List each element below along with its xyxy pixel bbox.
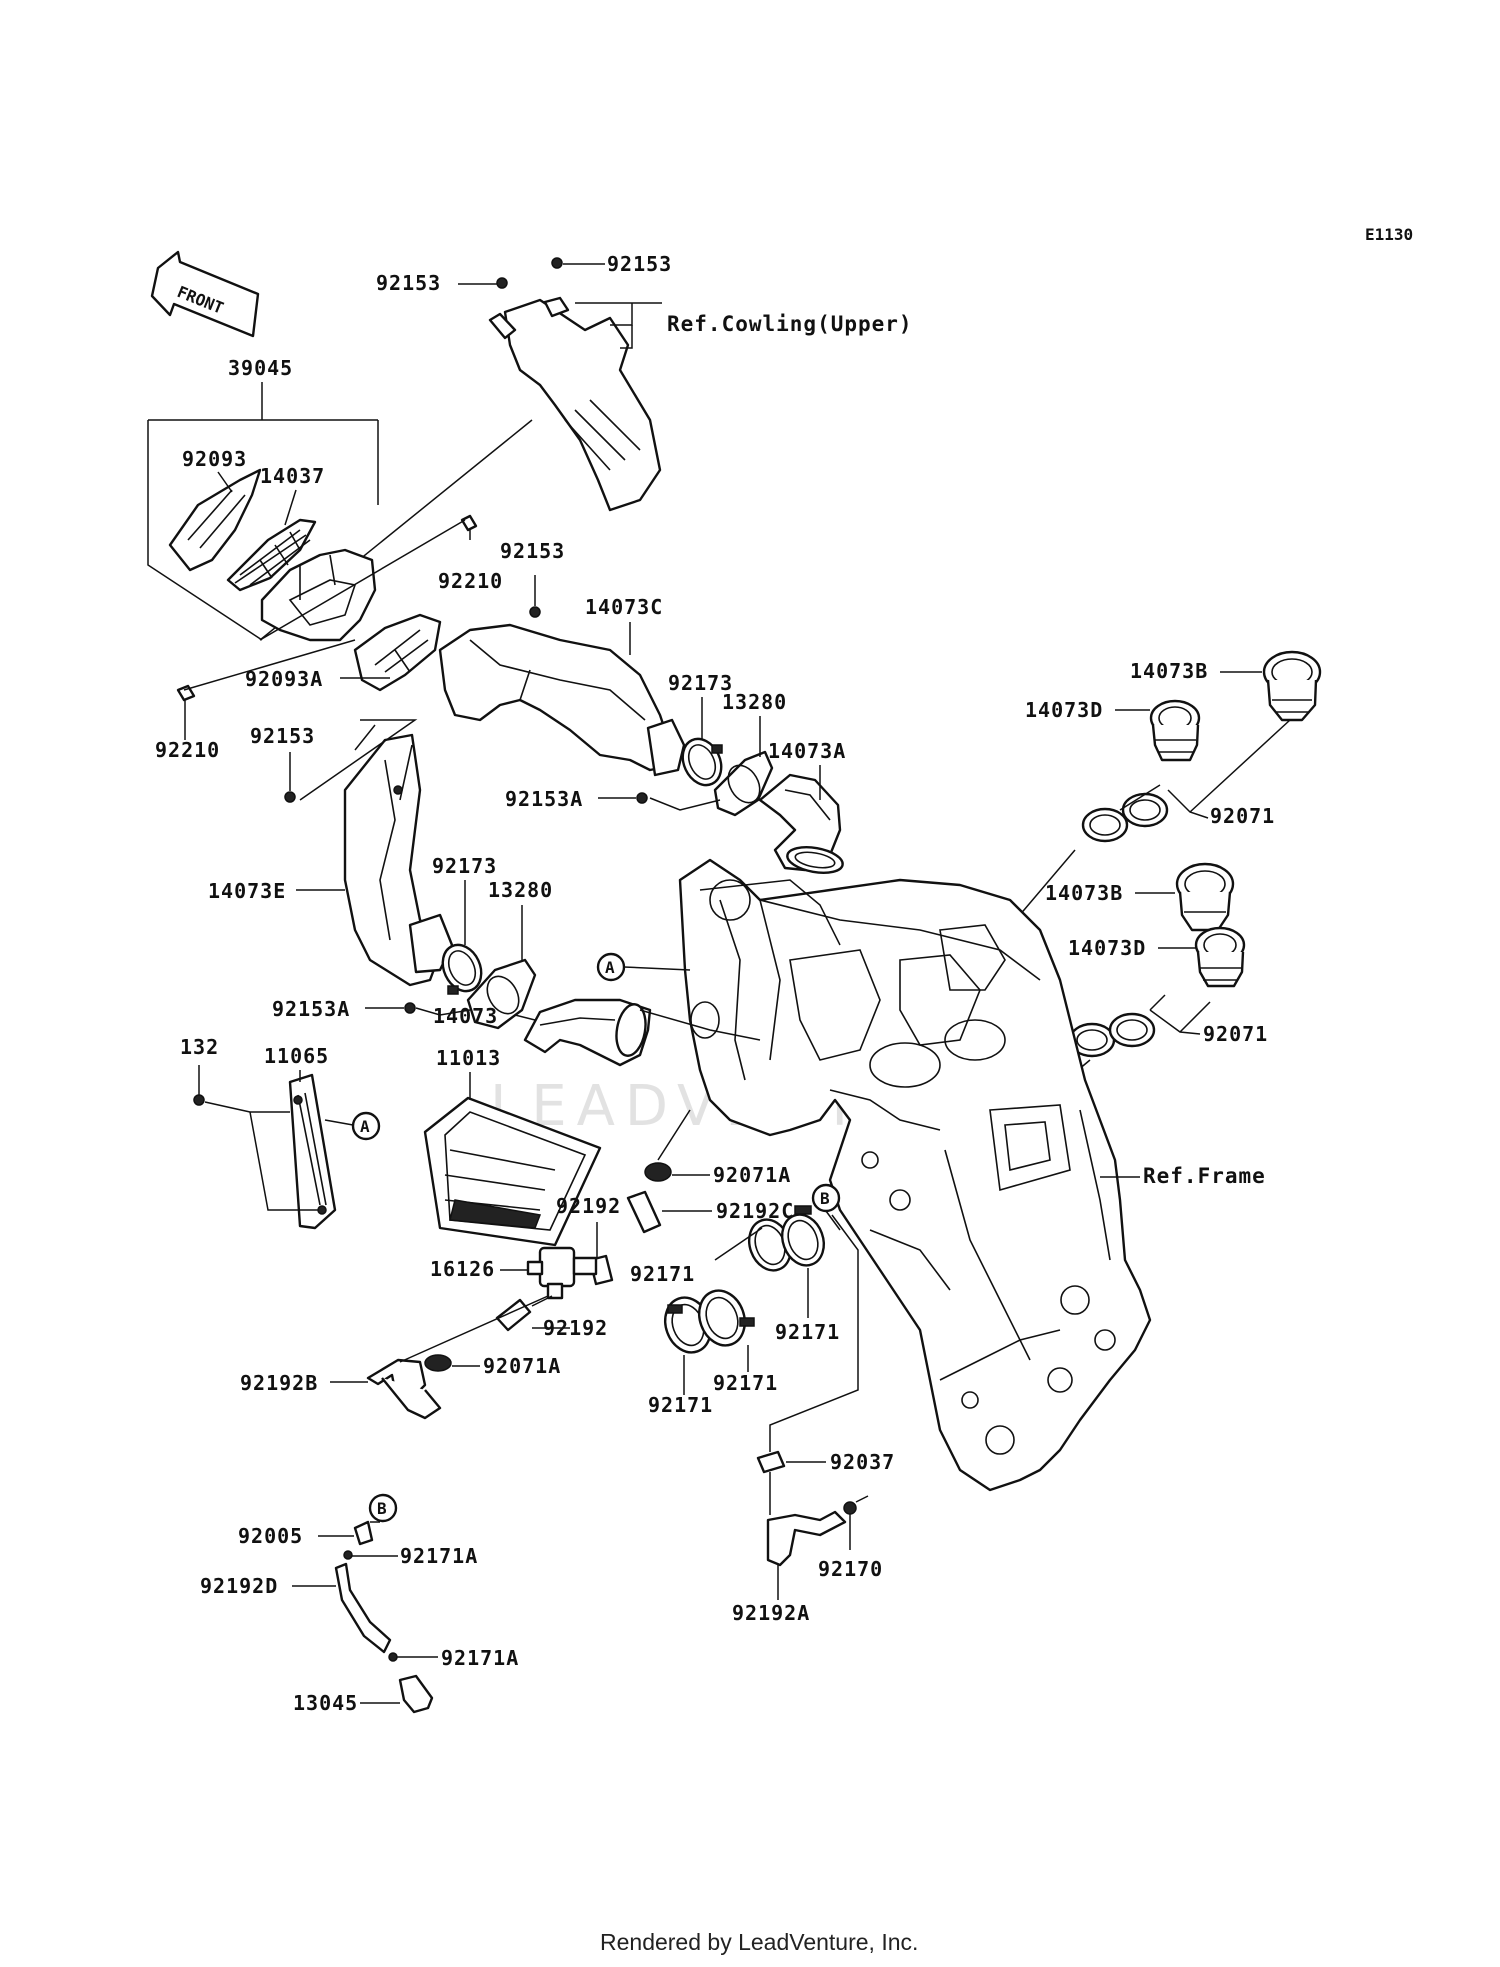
rings-92071-upper xyxy=(1081,792,1169,843)
marker-a-airbox: A xyxy=(596,952,626,982)
mesh-14037 xyxy=(226,518,317,592)
funnel-14073B-lower xyxy=(1175,862,1235,932)
label-92093A: 92093A xyxy=(245,667,323,691)
label-92153-mid: 92153 xyxy=(500,539,565,563)
ref-cowling-upper: Ref.Cowling(Upper) xyxy=(667,312,913,336)
label-14073A: 14073A xyxy=(768,739,846,763)
label-92071A-upper: 92071A xyxy=(713,1163,791,1187)
label-92171-a: 92171 xyxy=(630,1262,695,1286)
label-92153-top-left: 92153 xyxy=(376,271,441,295)
seal-92093A xyxy=(353,613,442,692)
funnel-14073D-lower xyxy=(1194,926,1246,988)
label-92210-upper: 92210 xyxy=(438,569,503,593)
label-92170: 92170 xyxy=(818,1557,883,1581)
label-14073E: 14073E xyxy=(208,879,286,903)
hose-92192-lower xyxy=(495,1298,532,1332)
marker-b-lower: B xyxy=(368,1493,398,1523)
filter-11013 xyxy=(423,1096,602,1247)
marker-a-cover: A xyxy=(351,1111,381,1141)
cap-13045 xyxy=(398,1674,434,1714)
label-14073D-lower: 14073D xyxy=(1068,936,1146,960)
label-92071A-lower: 92071A xyxy=(483,1354,561,1378)
label-14037: 14037 xyxy=(260,464,325,488)
footer-credit: Rendered by LeadVenture, Inc. xyxy=(600,1929,918,1955)
label-14073B-upper: 14073B xyxy=(1130,659,1208,683)
hose-92192A xyxy=(766,1510,847,1567)
label-92173-upper: 92173 xyxy=(668,671,733,695)
rings-92071-lower xyxy=(1068,1012,1156,1058)
label-92210-lower: 92210 xyxy=(155,738,220,762)
gasket-13280-lower xyxy=(466,958,537,1030)
label-92192-lower: 92192 xyxy=(543,1316,608,1340)
valve-16126 xyxy=(526,1246,598,1300)
label-11065: 11065 xyxy=(264,1044,329,1068)
label-92171-c: 92171 xyxy=(648,1393,713,1417)
label-13280-upper: 13280 xyxy=(722,690,787,714)
label-16126: 16126 xyxy=(430,1257,495,1281)
label-92192D: 92192D xyxy=(200,1574,278,1598)
label-11013: 11013 xyxy=(436,1046,501,1070)
label-92171A-lower: 92171A xyxy=(441,1646,519,1670)
label-92153A-upper: 92153A xyxy=(505,787,583,811)
label-13280-lower: 13280 xyxy=(488,878,553,902)
svg-text:B: B xyxy=(377,1499,387,1518)
svg-text:B: B xyxy=(820,1189,830,1208)
duct-14073E xyxy=(343,733,454,987)
label-92153A-lower: 92153A xyxy=(272,997,350,1021)
svg-text:A: A xyxy=(360,1117,370,1136)
label-14073C: 14073C xyxy=(585,595,663,619)
gasket-13280-upper xyxy=(713,750,774,817)
label-14073: 14073 xyxy=(433,1004,498,1028)
front-arrow-icon: FRONT xyxy=(150,250,260,338)
label-92071-lower: 92071 xyxy=(1203,1022,1268,1046)
marker-b-frame: B xyxy=(811,1183,841,1213)
label-92192A: 92192A xyxy=(732,1601,810,1625)
label-92071-upper: 92071 xyxy=(1210,804,1275,828)
clamps-92171 xyxy=(664,1205,825,1354)
hose-92192C xyxy=(626,1190,662,1234)
label-92171-b: 92171 xyxy=(775,1320,840,1344)
clip-92037 xyxy=(756,1450,786,1474)
label-13045: 13045 xyxy=(293,1691,358,1715)
clip-92210-lower xyxy=(176,684,196,702)
label-39045: 39045 xyxy=(228,356,293,380)
label-92171-d: 92171 xyxy=(713,1371,778,1395)
funnel-14073D-upper xyxy=(1149,699,1201,762)
diagram-code: E1130 xyxy=(1365,225,1413,244)
hose-92192D xyxy=(334,1562,392,1654)
label-92173-lower: 92173 xyxy=(432,854,497,878)
label-92037: 92037 xyxy=(830,1450,895,1474)
label-92153-left: 92153 xyxy=(250,724,315,748)
label-92171A-upper: 92171A xyxy=(400,1544,478,1568)
label-14073D-upper: 14073D xyxy=(1025,698,1103,722)
label-92153-top-right: 92153 xyxy=(607,252,672,276)
cover-11065 xyxy=(288,1073,337,1230)
svg-text:A: A xyxy=(605,958,615,977)
elbow-14073 xyxy=(523,998,652,1067)
fitting-92005 xyxy=(353,1520,374,1546)
clamp-92173-lower xyxy=(441,943,483,995)
ref-frame: Ref.Frame xyxy=(1143,1164,1266,1188)
duct-14073C xyxy=(438,623,686,777)
airbox-frame xyxy=(678,858,1152,1492)
label-92192B: 92192B xyxy=(240,1371,318,1395)
label-92005: 92005 xyxy=(238,1524,303,1548)
label-92192C: 92192C xyxy=(716,1199,794,1223)
intake-housing xyxy=(260,548,377,642)
elbow-14073A xyxy=(758,773,844,874)
label-92093: 92093 xyxy=(182,447,247,471)
upper-bracket xyxy=(488,257,662,512)
label-132: 132 xyxy=(180,1035,219,1059)
clamp-92173-upper xyxy=(681,737,723,787)
funnel-14073B-upper xyxy=(1262,650,1322,722)
cover-92093 xyxy=(168,468,262,572)
clip-92210-upper xyxy=(460,514,478,532)
hose-92192B-bend xyxy=(381,1377,442,1420)
label-92192-upper: 92192 xyxy=(556,1194,621,1218)
label-14073B-lower: 14073B xyxy=(1045,881,1123,905)
